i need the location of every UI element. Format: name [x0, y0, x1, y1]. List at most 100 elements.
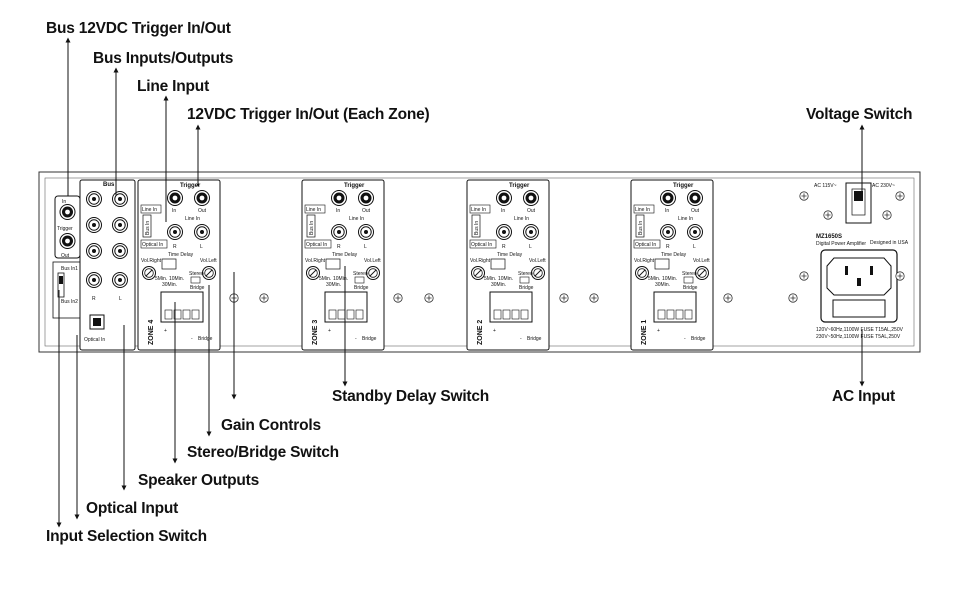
bus-label: Bus: [103, 182, 115, 188]
callout-input-selection: Input Selection Switch: [46, 528, 207, 545]
zone-stereo-bridge-switch[interactable]: [354, 276, 365, 284]
zone-delay-5m: 5Min.: [155, 276, 167, 282]
zone-optical-in-label: Optical In: [142, 242, 163, 248]
fuse-drawer[interactable]: [832, 299, 886, 318]
zone-trigger-in-jack[interactable]: [660, 190, 676, 206]
zone-vol-right-label: Vol.Right: [305, 258, 326, 264]
zone-gain-left[interactable]: [531, 266, 545, 280]
screw-icon: [895, 271, 905, 281]
zone-line-in-l[interactable]: [523, 224, 539, 240]
zone-l-label: L: [364, 244, 367, 250]
zone-trigger-in-label: In: [336, 208, 340, 214]
zone-source-switch[interactable]: [306, 214, 316, 238]
optical-input-port[interactable]: [93, 318, 101, 326]
callout-gain-controls: Gain Controls: [221, 417, 321, 434]
zone-line-in-l[interactable]: [194, 224, 210, 240]
bus-in-rca-2[interactable]: [112, 191, 128, 207]
zone-gain-left[interactable]: [202, 266, 216, 280]
zone-line-in-l[interactable]: [687, 224, 703, 240]
zone-stereo-bridge-switch[interactable]: [519, 276, 530, 284]
screw-icon: [799, 271, 809, 281]
screw-icon: [895, 191, 905, 201]
zone-module-3: Trigger In Out Line In Bus In Optical In…: [301, 179, 385, 351]
zone-trigger-out-label: Out: [527, 208, 536, 214]
zone-trigger-in-jack[interactable]: [496, 190, 512, 206]
zone-minus-label: -: [520, 336, 522, 342]
zone-module-2: Trigger In Out Line In Bus In Optical In…: [466, 179, 550, 351]
zone-trigger-in-jack[interactable]: [167, 190, 183, 206]
bus-trigger-out-label: Out: [61, 253, 70, 259]
zone-trigger-in-jack[interactable]: [331, 190, 347, 206]
optical-in-label: Optical In: [84, 337, 105, 343]
zone-terminal-bridge-label: Bridge: [362, 336, 377, 342]
bus-trigger-in-label: In: [62, 199, 66, 205]
bus-in-rca-4[interactable]: [112, 243, 128, 259]
zone-time-delay-label: Time Delay: [332, 252, 358, 258]
zone-gain-left[interactable]: [366, 266, 380, 280]
zone-l-label: L: [693, 244, 696, 250]
zone-line-in-box-label: Line In: [306, 207, 321, 213]
zone-optical-in-label: Optical In: [306, 242, 327, 248]
zone-name: ZONE 1: [641, 320, 648, 345]
zone-terminal-bridge-label: Bridge: [198, 336, 213, 342]
bus-out-rca-1[interactable]: [86, 217, 102, 233]
zone-gain-right[interactable]: [635, 266, 649, 280]
bus-out-rca-2[interactable]: [112, 217, 128, 233]
zone-delay-10m: 10Min.: [333, 276, 348, 282]
zone-gain-left[interactable]: [695, 266, 709, 280]
zone-delay-30m: 30Min.: [655, 282, 670, 288]
zone-r-label: R: [173, 244, 177, 250]
zone-module-1: Trigger In Out Line In Bus In Optical In…: [630, 179, 714, 351]
zone-delay-switch[interactable]: [490, 258, 506, 270]
designed-label: Designed in USA: [870, 240, 909, 246]
zone-trigger-out-jack[interactable]: [358, 190, 374, 206]
bus-in-rca-1[interactable]: [86, 191, 102, 207]
zone-line-in-box-label: Line In: [142, 207, 157, 213]
zone-delay-30m: 30Min.: [326, 282, 341, 288]
zone-vol-left-label: Vol.Left: [693, 258, 710, 264]
zone-trigger-out-jack[interactable]: [687, 190, 703, 206]
zone-line-in-r[interactable]: [496, 224, 512, 240]
zone-bus-in-label: Bus In: [309, 221, 315, 235]
product-label: Digital Power Amplifier: [816, 241, 866, 247]
screw-icon: [424, 293, 434, 303]
zone-delay-switch[interactable]: [325, 258, 341, 270]
screw-icon: [823, 210, 833, 220]
zone-stereo-label: Stereo: [353, 271, 368, 277]
ac230-label: AC 230V~: [872, 183, 895, 189]
screw-icon: [559, 293, 569, 303]
zone-minus-label: -: [355, 336, 357, 342]
zone-source-switch[interactable]: [471, 214, 481, 238]
zone-line-in-r[interactable]: [331, 224, 347, 240]
zone-delay-switch[interactable]: [161, 258, 177, 270]
zone-stereo-bridge-switch[interactable]: [683, 276, 694, 284]
bus-in-rca-3[interactable]: [86, 243, 102, 259]
zone-bus-in-label: Bus In: [474, 221, 480, 235]
zone-delay-switch[interactable]: [654, 258, 670, 270]
screw-icon: [788, 293, 798, 303]
bus-trigger-out-jack[interactable]: [59, 233, 76, 249]
zone-line-in-r[interactable]: [167, 224, 183, 240]
zone-trigger-out-jack[interactable]: [194, 190, 210, 206]
bus-trigger-in-jack[interactable]: [59, 204, 76, 220]
zone-gain-right[interactable]: [306, 266, 320, 280]
zone-source-switch[interactable]: [142, 214, 152, 238]
bus-out-rca-3[interactable]: [86, 272, 102, 288]
zone-source-switch[interactable]: [635, 214, 645, 238]
zone-line-in-r[interactable]: [660, 224, 676, 240]
bus-out-rca-4[interactable]: [112, 272, 128, 288]
zone-bus-in-label: Bus In: [145, 221, 151, 235]
zone-stereo-bridge-switch[interactable]: [190, 276, 201, 284]
zone-delay-30m: 30Min.: [162, 282, 177, 288]
zone-vol-left-label: Vol.Left: [364, 258, 381, 264]
zone-bridge-label: Bridge: [354, 285, 369, 291]
zone-stereo-label: Stereo: [189, 271, 204, 277]
input-selection-switch[interactable]: [57, 272, 65, 298]
zone-r-label: R: [666, 244, 670, 250]
zone-gain-right[interactable]: [471, 266, 485, 280]
zone-line-in-l[interactable]: [358, 224, 374, 240]
zone-gain-right[interactable]: [142, 266, 156, 280]
zone-trigger-out-jack[interactable]: [523, 190, 539, 206]
zone-terminal-bridge-label: Bridge: [527, 336, 542, 342]
zone-line-in-label: Line In: [349, 216, 364, 222]
